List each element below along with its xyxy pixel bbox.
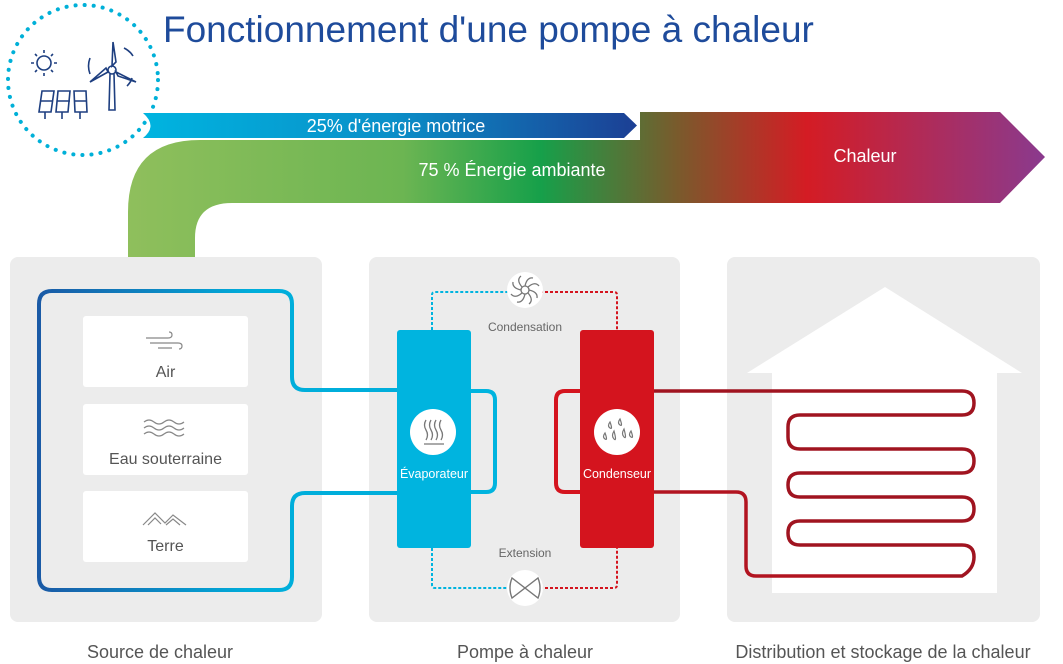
source-label: Air — [156, 364, 176, 381]
droplets-icon — [594, 409, 640, 455]
heat-label: Chaleur — [833, 146, 896, 166]
water-waves-icon — [143, 419, 185, 437]
renewable-energy-badge — [6, 3, 160, 157]
condensation-label: Condensation — [488, 320, 562, 334]
mountains-icon — [142, 512, 187, 526]
heat-waves-icon — [410, 409, 456, 455]
refrigerant-circuit-hot — [525, 291, 618, 589]
section-label-source: Source de chaleur — [87, 642, 233, 662]
floor-heating-pipe — [654, 389, 976, 578]
source-loop-pipe — [37, 289, 397, 592]
source-card-groundwater: Eau souterraine — [83, 404, 248, 475]
section-label-distribution: Distribution et stockage de la chaleur — [735, 642, 1030, 662]
house-icon — [747, 287, 1022, 593]
evaporator-label: Évaporateur — [400, 466, 468, 481]
section-label-pump: Pompe à chaleur — [457, 642, 593, 662]
source-card-air: Air — [83, 316, 248, 387]
ambient-energy-arrow — [128, 112, 1045, 257]
refrigerant-circuit-cold — [431, 291, 525, 589]
evaporator-loop — [471, 389, 497, 494]
wind-icon — [146, 331, 183, 350]
condenser-loop — [554, 389, 580, 494]
ambient-energy-label: 75 % Énergie ambiante — [418, 160, 605, 180]
page-title: Fonctionnement d'une pompe à chaleur — [163, 9, 814, 50]
condenser-label: Condenseur — [583, 467, 651, 481]
sun-icon — [31, 50, 57, 76]
expansion-valve-icon — [507, 570, 543, 606]
drive-energy-arrow — [143, 113, 637, 138]
extension-label: Extension — [499, 546, 552, 560]
compressor-fan-icon — [507, 272, 543, 308]
solar-panel-icon — [38, 90, 88, 119]
source-label: Eau souterraine — [109, 451, 222, 468]
wind-turbine-icon — [87, 41, 137, 111]
drive-energy-label: 25% d'énergie motrice — [307, 116, 486, 136]
source-card-earth: Terre — [83, 491, 248, 562]
source-label: Terre — [147, 538, 184, 555]
